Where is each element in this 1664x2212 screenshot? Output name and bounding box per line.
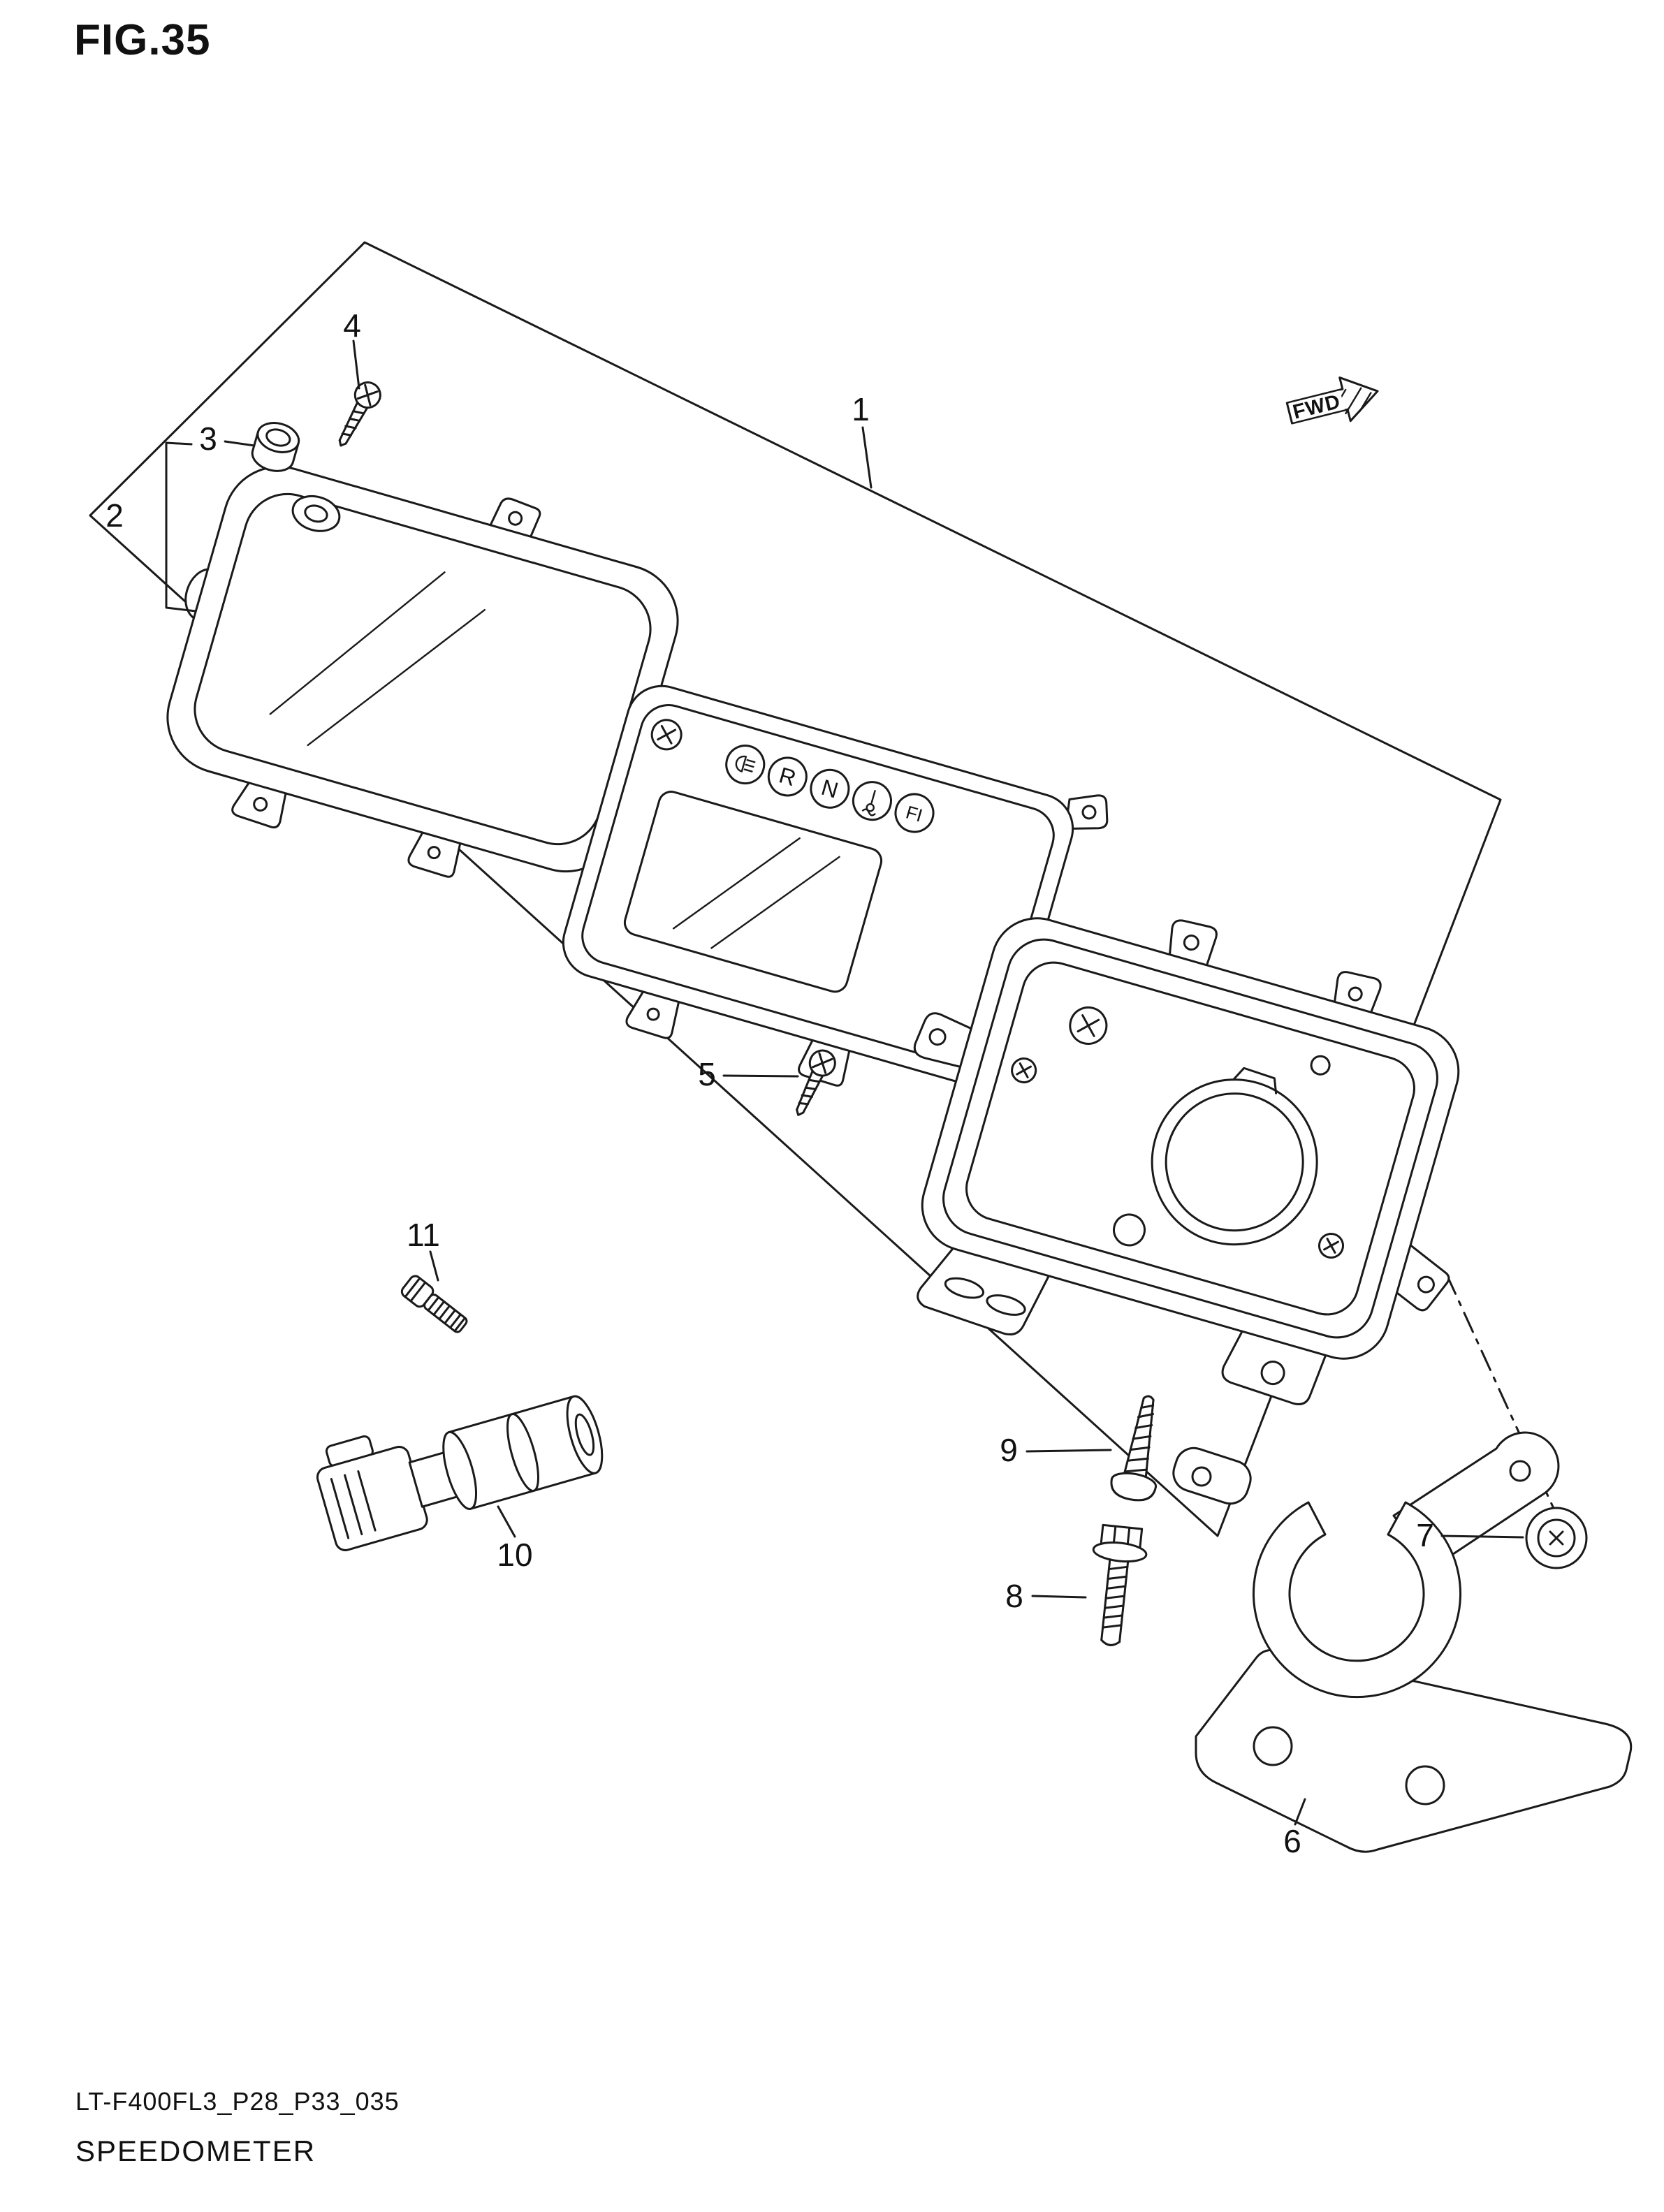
figure-name: SPEEDOMETER (75, 2134, 316, 2167)
cap-part-3 (251, 422, 300, 472)
speedometer-case (913, 917, 1460, 1405)
grommet-part-7 (1525, 1507, 1588, 1569)
callout-part-7: 7 (1416, 1517, 1434, 1553)
phillips-cross-icon (812, 1052, 833, 1074)
screw-part-5 (795, 1049, 836, 1116)
glass-reflection-lines (269, 571, 486, 747)
temp-indicator-icon (861, 790, 876, 816)
phillips-cross-icon (1077, 1014, 1100, 1037)
callout-part-8: 8 (1005, 1578, 1023, 1614)
callout-part-5: 5 (698, 1056, 716, 1092)
speedometer-cable-hole (1151, 1078, 1318, 1246)
callout-part-4: 4 (343, 307, 361, 344)
callout-part-2: 2 (105, 497, 124, 534)
leader-lines (165, 339, 1524, 1826)
callout-part-1: 1 (852, 391, 870, 427)
screw-part-4 (338, 381, 381, 447)
headlight-indicator-icon (735, 755, 756, 772)
page-part-code: LT-F400FL3_P28_P33_035 (75, 2087, 400, 2116)
speed-sensor-part-10 (316, 1395, 604, 1551)
phillips-cross-icon (356, 383, 379, 406)
callout-part-3: 3 (199, 420, 217, 457)
fwd-label: FWD (1291, 390, 1343, 424)
bolt-part-11 (400, 1275, 468, 1333)
callout-part-11: 11 (407, 1217, 440, 1253)
callout-part-10: 10 (497, 1537, 533, 1573)
bolt-part-8 (1092, 1523, 1148, 1646)
indicator-panel-assembly: R N FI (562, 684, 1109, 1087)
callout-part-6: 6 (1283, 1823, 1301, 1859)
figure-title: FIG.35 (74, 16, 211, 64)
lcd-screen (623, 791, 883, 993)
bracket-part-6 (1172, 1431, 1633, 1853)
fwd-arrow-icon: FWD (1285, 376, 1379, 425)
boundary-outline (89, 241, 1502, 1537)
callout-part-9: 9 (1000, 1432, 1018, 1468)
screw-part-9 (1110, 1395, 1158, 1502)
